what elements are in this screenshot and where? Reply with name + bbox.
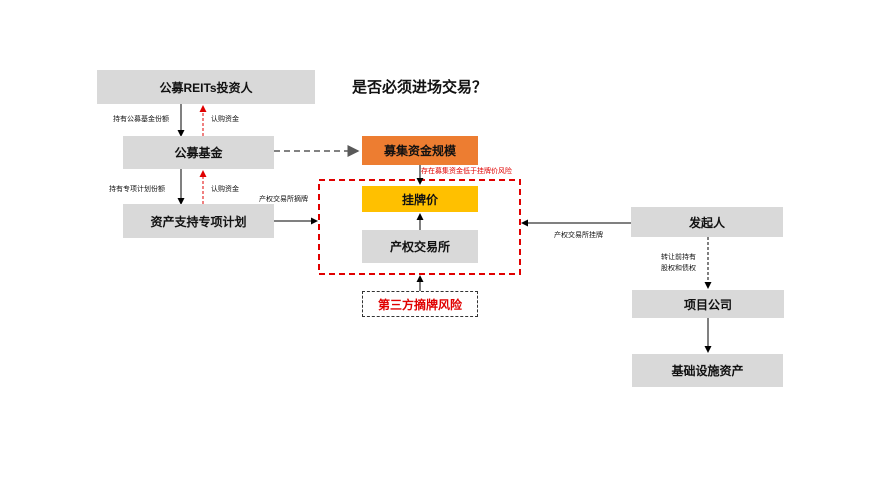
- infra-asset-box: 基础设施资产: [632, 354, 783, 387]
- label-transfer-line2: 股权和债权: [661, 265, 696, 272]
- label-list-sponsor: 产权交易所挂牌: [554, 232, 603, 239]
- label-subscribe-funds-1: 认购资金: [211, 116, 239, 123]
- exchange-box: 产权交易所: [362, 230, 478, 263]
- third-party-risk-box: 第三方摘牌风险: [362, 291, 478, 317]
- sponsor-box: 发起人: [631, 207, 783, 237]
- fund-box: 公募基金: [123, 136, 274, 169]
- label-risk-note: 存在募集资金低于挂牌价风险: [421, 168, 512, 175]
- label-hold-plan-share: 持有专项计划份额: [109, 186, 165, 193]
- listing-price-box: 挂牌价: [362, 186, 478, 212]
- investor-box: 公募REITs投资人: [97, 70, 315, 104]
- label-subscribe-funds-2: 认购资金: [211, 186, 239, 193]
- project-company-box: 项目公司: [632, 290, 784, 318]
- diagram-title: 是否必须进场交易？: [352, 79, 488, 96]
- label-hold-fund-share: 持有公募基金份额: [113, 116, 169, 123]
- label-transfer-line1: 转让前持有: [661, 254, 696, 261]
- abs-plan-box: 资产支持专项计划: [123, 204, 274, 238]
- fund-scale-box: 募集资金规模: [362, 136, 478, 165]
- label-delist-abs: 产权交易所摘牌: [259, 196, 308, 203]
